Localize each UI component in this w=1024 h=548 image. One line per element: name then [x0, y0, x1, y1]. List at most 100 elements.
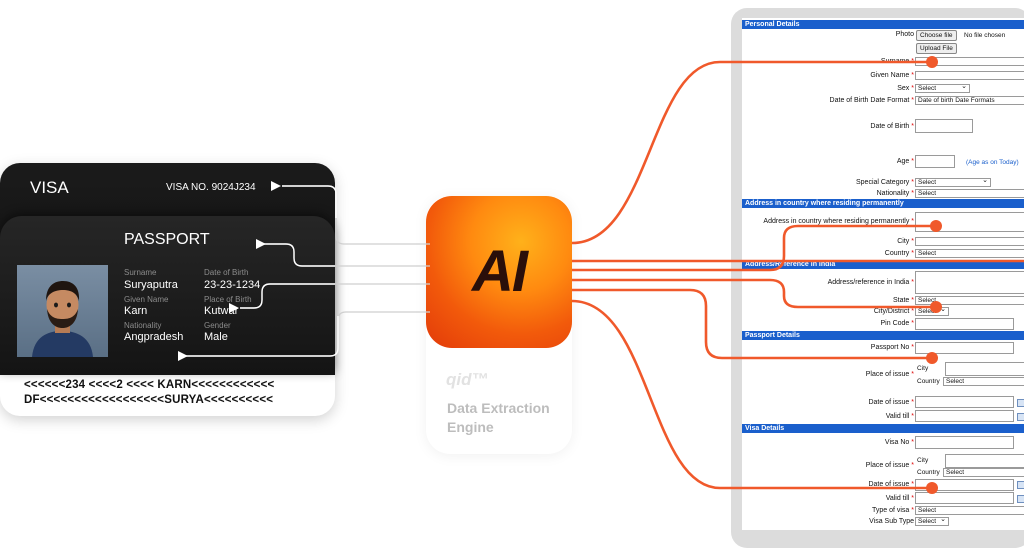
address-wire [572, 224, 936, 272]
address-permanent-input[interactable] [915, 212, 1024, 232]
passport-issue-country-select[interactable]: Select [943, 377, 1024, 386]
visa-number-wire [282, 185, 430, 245]
ai-logo-tile [426, 196, 572, 348]
dob-format-label: Date of Birth Date Format * [829, 97, 914, 104]
dob-input[interactable] [915, 119, 973, 133]
passport-issue-country-label: Country [917, 378, 940, 385]
passport-issue-city-input[interactable] [945, 362, 1024, 376]
calendar-icon[interactable] [1017, 481, 1024, 489]
passport-no-label: Passport No * [870, 344, 914, 351]
visa-no-label: Visa No * [884, 439, 914, 446]
passport-place-of-issue-label: Place of issue * [865, 371, 914, 378]
engine-title-line-1: Data Extraction [447, 400, 550, 416]
visa-issue-city-input[interactable] [945, 454, 1024, 468]
city-district-wire [572, 278, 936, 309]
arrow-icon [229, 303, 239, 313]
visa-title: VISA [30, 178, 69, 197]
age-note: (Age as on Today) [966, 159, 1019, 166]
passport-valid-till-input[interactable] [915, 410, 1014, 422]
photo-label: Photo [895, 31, 914, 38]
address-permanent-label: Address in country where residing perman… [763, 218, 914, 225]
place-of-birth-label: Place of Birth [204, 295, 252, 304]
special-category-label: Special Category * [856, 179, 914, 186]
given-name-input[interactable] [915, 71, 1024, 80]
engine-title-line-2: Engine [447, 419, 494, 435]
nationality-label: Nationality [124, 321, 162, 330]
upload-file-button[interactable]: Upload File [916, 43, 957, 54]
given-name-label: Given Name [124, 295, 169, 304]
calendar-icon[interactable] [1017, 399, 1024, 407]
visa-sub-type-select[interactable]: Select [915, 517, 949, 526]
country-label: Country * [884, 250, 914, 257]
country-select[interactable]: Select [915, 249, 1024, 258]
visa-date-of-issue-input[interactable] [915, 479, 1014, 491]
dob-form-label: Date of Birth * [870, 123, 914, 130]
nationality-form-label: Nationality * [876, 190, 914, 197]
arrow-icon [271, 181, 281, 191]
connection-dot [926, 482, 938, 494]
given-name-form-label: Given Name * [870, 72, 914, 79]
surname-wire [571, 60, 932, 245]
passport-valid-till-label: Valid till * [885, 413, 914, 420]
city-input[interactable] [915, 237, 1024, 246]
connection-dot [926, 352, 938, 364]
pin-code-label: Pin Code * [880, 320, 914, 327]
connection-dot [930, 220, 942, 232]
visa-number: VISA NO. 9024J234 [166, 182, 256, 193]
type-of-visa-select[interactable]: Select [915, 506, 1024, 515]
type-of-visa-label: Type of visa * [871, 507, 914, 514]
age-input[interactable] [915, 155, 955, 168]
visa-issue-city-label: City [917, 457, 929, 464]
passport-date-of-issue-label: Date of issue * [868, 399, 914, 406]
address-india-input[interactable] [915, 271, 1024, 294]
fields-wire-b [184, 311, 430, 357]
visa-issue-country-select[interactable]: Select [943, 468, 1024, 477]
passport-title: PASSPORT [124, 231, 210, 248]
calendar-icon[interactable] [1017, 413, 1024, 421]
gender-value: Male [204, 331, 228, 343]
passport-no-input[interactable] [915, 342, 1014, 354]
age-label: Age * [896, 158, 914, 165]
arrow-icon [256, 239, 266, 249]
visa-sub-type-label: Visa Sub Type [869, 518, 914, 525]
arrow-icon [178, 351, 188, 361]
passport-issue-city-label: City [917, 365, 929, 372]
special-category-select[interactable]: Select [915, 178, 991, 187]
city-label: City * [897, 238, 914, 245]
section-address-permanent: Address in country where residing perman… [742, 199, 1024, 208]
address-india-label: Address/reference in India * [827, 279, 914, 286]
mrz-line-1: <<<<<<234 <<<<2 <<<< KARN<<<<<<<<<<<< [24, 379, 275, 391]
qid-brand: qid™ [446, 370, 489, 389]
choose-file-button[interactable]: Choose file [916, 30, 957, 41]
person-avatar-icon [32, 281, 93, 357]
nationality-value: Angpradesh [124, 331, 184, 343]
visa-valid-till-input[interactable] [915, 492, 1014, 504]
surname-label: Surname [124, 268, 157, 277]
visa-no-input[interactable] [915, 436, 1014, 449]
dob-label: Date of Birth [204, 268, 249, 277]
connection-dot [926, 56, 938, 68]
section-personal-details: Personal Details [742, 20, 1024, 29]
visa-place-of-issue-label: Place of issue * [865, 462, 914, 469]
visa-issue-country-label: Country [917, 469, 940, 476]
no-file-text: No file chosen [964, 32, 1006, 39]
visa-date-wire [571, 299, 932, 490]
calendar-icon[interactable] [1017, 495, 1024, 503]
sex-label: Sex * [897, 85, 914, 92]
section-address-india: Address/Reference in India [742, 260, 1024, 269]
surname-value: Suryaputra [124, 279, 178, 291]
sex-select[interactable]: Select [915, 84, 970, 93]
visa-date-of-issue-label: Date of issue * [868, 481, 914, 488]
dob-value: 23-23-1234 [204, 279, 261, 291]
dob-format-select[interactable]: Date of birth Date Formats [915, 96, 1024, 105]
pin-code-input[interactable] [915, 318, 1014, 330]
passport-date-of-issue-input[interactable] [915, 396, 1014, 408]
nationality-select[interactable]: Select [915, 189, 1024, 198]
mrz-line-2: DF<<<<<<<<<<<<<<<<<<SURYA<<<<<<<<<< [24, 394, 274, 406]
city-district-label: City/District * [873, 308, 914, 315]
section-passport-details: Passport Details [742, 331, 1024, 340]
ai-logo-text: AI [472, 239, 528, 304]
state-select[interactable]: Select [915, 296, 1024, 305]
passport-photo [17, 265, 108, 357]
